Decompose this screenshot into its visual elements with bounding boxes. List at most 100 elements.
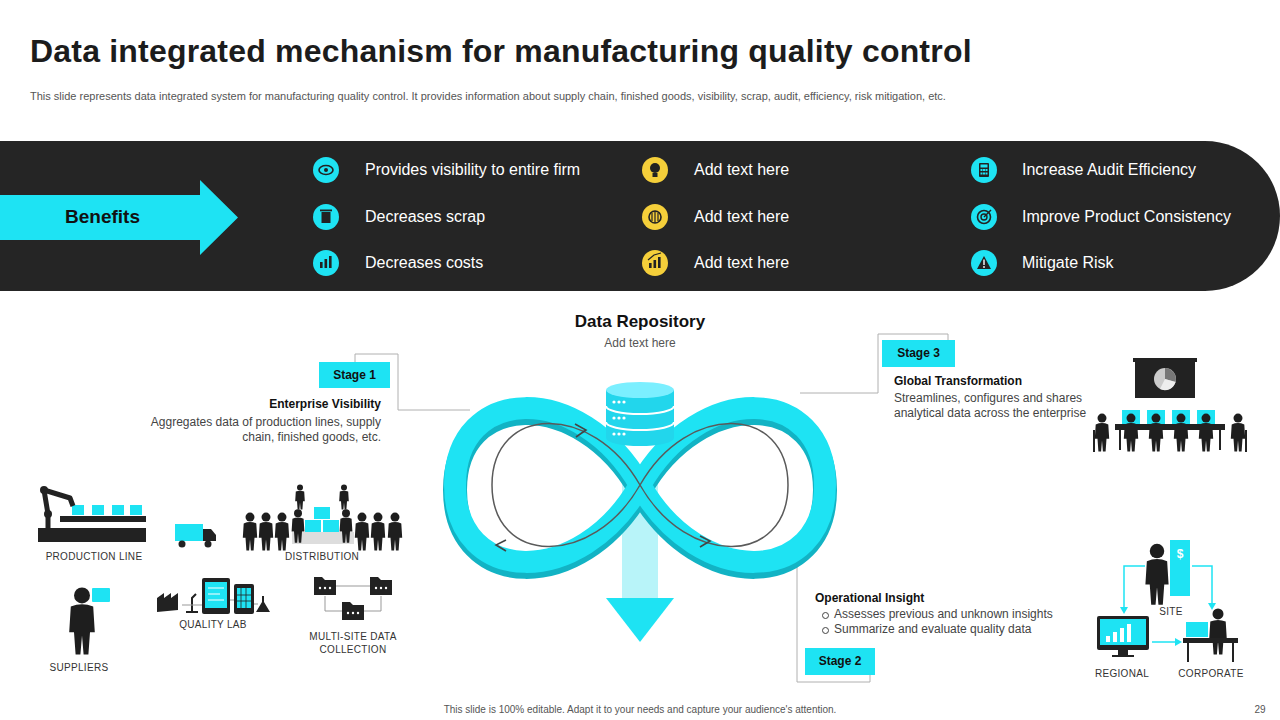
meeting-icon: [1095, 414, 1109, 452]
benefit-text: Mitigate Risk: [1022, 253, 1272, 273]
regional-icon: [1106, 636, 1110, 642]
benefits-label: Benefits: [0, 205, 205, 229]
distribution-icon: [339, 484, 349, 509]
corporate-icon: [1209, 608, 1227, 654]
quality-lab-icon: [256, 596, 270, 612]
stage-description: Aggregates data of production lines, sup…: [136, 415, 381, 445]
benefit-icon: [981, 165, 988, 168]
meeting-icon: [1160, 379, 1176, 390]
bullet-text: Assesses previous and unknown insights: [834, 607, 1064, 622]
production-line-icon: [38, 528, 146, 542]
quality-lab-icon: [186, 594, 198, 612]
production-line-icon: [44, 510, 52, 518]
stage-heading: Enterprise Visibility: [136, 396, 381, 412]
benefit-icon: [971, 250, 997, 276]
data-collection-icon: [347, 612, 349, 614]
stage-tag: Stage 2: [805, 648, 875, 675]
production-line-icon: [92, 505, 104, 515]
quality-lab-icon: [157, 593, 178, 612]
icon-label: SITE: [1131, 605, 1211, 618]
supplier-icon: [92, 588, 110, 602]
truck-icon: [179, 541, 186, 548]
flow-arrow: [1208, 603, 1216, 610]
distribution-icon: [295, 484, 305, 509]
data-collection-icon: [375, 587, 377, 589]
benefit-text: Add text here: [694, 253, 944, 273]
benefit-icon: [650, 163, 660, 173]
benefit-icon: [979, 163, 989, 177]
infinity-loop: [496, 540, 506, 551]
infinity-loop: [700, 536, 710, 547]
benefits-band: Provides visibility to entire firmDecrea…: [0, 141, 1280, 291]
meeting-icon: [1149, 414, 1163, 452]
meeting-icon: [1174, 414, 1188, 452]
benefit-icon: [648, 253, 661, 260]
benefit-icon: [981, 173, 983, 175]
benefit-icon: [653, 173, 658, 177]
benefit-icon: [983, 260, 984, 266]
benefit-icon: [971, 204, 997, 230]
benefit-icon: [313, 250, 339, 276]
down-arrow: [606, 598, 674, 642]
benefit-icon: [320, 262, 323, 268]
data-collection-icon: [370, 577, 392, 595]
repository-heading: Data Repository: [560, 311, 720, 333]
site-icon: [1145, 540, 1190, 605]
site-icon: [1145, 544, 1168, 605]
meeting-icon: [1231, 414, 1245, 452]
benefit-icon: [319, 166, 333, 175]
truck-icon: [175, 524, 216, 548]
benefit-icon: [649, 263, 652, 268]
footer-note: This slide is 100% editable. Adapt it to…: [240, 703, 1040, 716]
distribution-icon: [388, 513, 402, 551]
benefit-icon: [983, 266, 985, 268]
benefit-icon: [322, 212, 331, 223]
infinity-loop: [575, 424, 586, 437]
data-collection-icon: [329, 587, 331, 589]
benefit-icon: [971, 157, 997, 276]
meeting-icon: [1094, 358, 1246, 452]
benefit-text: Decreases costs: [365, 253, 615, 273]
bullet-text: Summarize and evaluate quality data: [834, 622, 1064, 637]
distribution-icon: [314, 507, 330, 519]
distribution-icon: [275, 513, 289, 551]
benefit-icon: [983, 169, 985, 171]
icon-label: MULTI-SITE DATA COLLECTION: [298, 630, 408, 656]
distribution-icon: [243, 513, 257, 551]
benefit-icon: [654, 260, 657, 268]
benefit-icon: [313, 157, 339, 183]
data-collection-icon: [324, 587, 326, 589]
meeting-icon: [1199, 414, 1213, 452]
regional-icon: [1097, 616, 1149, 657]
icon-label: SUPPLIERS: [19, 661, 139, 674]
benefit-icon: [642, 157, 668, 183]
stage-description: Streamlines, configures and shares analy…: [894, 391, 1099, 421]
stage-tag: Stage 1: [319, 362, 390, 388]
stage-tag: Stage 3: [882, 340, 955, 367]
meeting-icon: [1124, 414, 1138, 452]
data-collection-icon: [357, 612, 359, 614]
corporate-icon: [1183, 608, 1238, 662]
site-icon: [1170, 540, 1190, 596]
slide-title: Data integrated mechanism for manufactur…: [30, 28, 972, 74]
data-collection-icon: [319, 587, 321, 589]
regional-icon: [1100, 619, 1146, 645]
benefit-icon: [977, 256, 991, 269]
arrow-shape: [0, 180, 238, 255]
benefit-icon: [313, 157, 339, 276]
benefit-icon: [642, 250, 668, 276]
distribution-icon: [243, 484, 402, 550]
meeting-icon: [1094, 430, 1246, 452]
benefit-icon: [652, 211, 658, 223]
benefit-icon: [325, 259, 328, 268]
flow-arrow: [1124, 566, 1212, 642]
corporate-icon: [1188, 643, 1233, 662]
benefit-icon: [320, 210, 332, 212]
benefit-icon: [984, 210, 991, 217]
stage-block: Stage 1 Enterprise VisibilityAggregates d…: [136, 362, 390, 444]
benefits-arrow: Benefits: [0, 180, 238, 255]
supplier-icon: [69, 587, 110, 654]
meeting-icon: [1120, 430, 1220, 450]
